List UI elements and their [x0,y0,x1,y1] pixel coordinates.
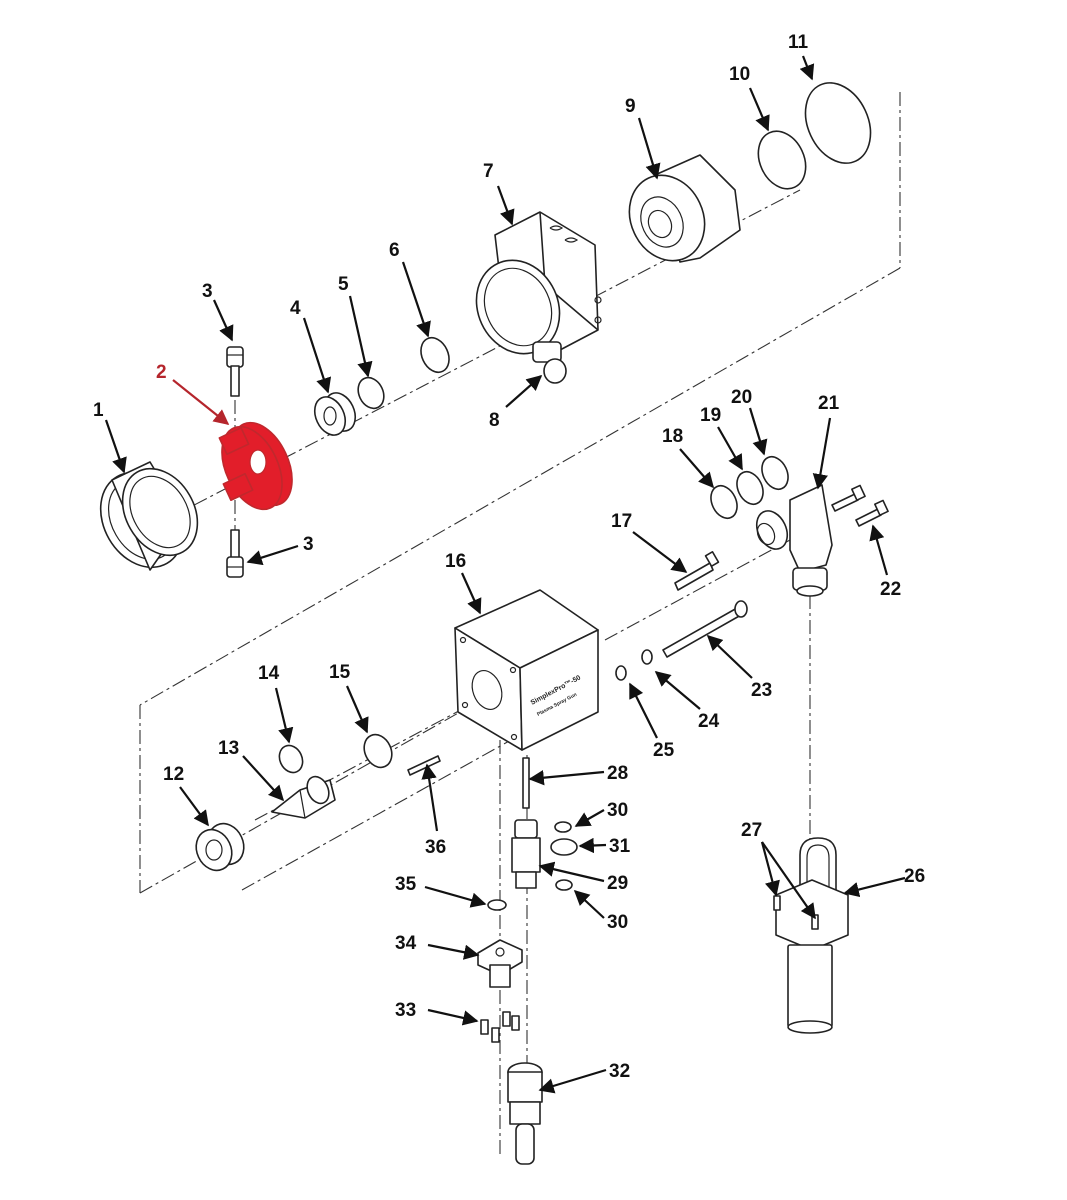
part-35-washer [487,899,507,911]
part-7-gun-body [475,211,602,355]
callout-6: 6 [389,240,400,261]
callout-19: 19 [700,405,721,426]
callout-16: 16 [445,551,466,572]
callout-3-top: 3 [202,281,213,302]
part-28-electrode-pin [522,757,530,809]
part-3-fitting-bottom [226,529,244,578]
callout-30-top: 30 [607,800,628,821]
callout-12: 12 [163,764,184,785]
part-3-fitting-top [226,346,244,397]
callout-17: 17 [611,511,632,532]
callout-18: 18 [662,426,683,447]
part-12-nozzle-nut [195,822,245,872]
callout-4: 4 [290,298,301,319]
part-11-o-ring [804,82,872,164]
callout-25: 25 [653,740,675,761]
part-19-o-ring [736,470,764,506]
part-31-o-ring [550,838,578,856]
callout-5: 5 [338,274,349,295]
callout-35: 35 [395,874,417,895]
callout-11: 11 [788,32,809,53]
callout-33: 33 [395,1000,416,1021]
part-5-o-ring [357,376,385,410]
callout-3-bottom: 3 [303,534,314,555]
callout-36: 36 [425,837,446,858]
part-22-screws [831,484,889,527]
part-36-dowel-pin [407,755,441,776]
callout-14: 14 [258,663,280,684]
part-20-o-ring [761,455,789,491]
part-23-long-bolt [662,600,748,658]
callout-13: 13 [218,738,239,759]
part-25-washer [615,665,627,681]
callout-31: 31 [609,836,631,857]
callout-15: 15 [329,662,351,683]
part-18-o-ring [710,484,738,520]
part-9-rear-housing [628,154,741,263]
part-24-washer [641,649,653,665]
callout-29: 29 [607,873,628,894]
part-4-bushing [313,392,357,436]
part-2-clamp-ring [218,421,293,511]
part-32-gas-injector [507,1062,543,1165]
part-17-pin [674,551,720,591]
part-1-retaining-nut [99,461,199,571]
part-13-nozzle [271,775,336,819]
callout-10: 10 [729,64,750,85]
part-14-o-ring [278,744,304,774]
callout-32: 32 [609,1061,630,1082]
part-26-handle [775,837,849,1034]
part-30-o-ring-bottom [555,879,573,891]
callout-30-bottom: 30 [607,912,628,933]
callout-labels: 1 2 3 3 4 5 6 7 8 9 10 11 12 13 14 15 16… [93,32,925,1082]
callout-23: 23 [751,680,772,701]
callout-7: 7 [483,161,494,182]
part-33-screws [480,1011,520,1043]
callout-24: 24 [698,711,720,732]
part-10-o-ring [757,130,807,190]
callout-28: 28 [607,763,628,784]
callout-20: 20 [731,387,752,408]
callout-26: 26 [904,866,925,887]
part-6-o-ring [420,336,450,374]
part-16-main-block: SimplexPro™-50 Plasma Spray Gun [454,589,599,751]
callout-2: 2 [156,362,167,383]
callout-34: 34 [395,933,417,954]
callout-27: 27 [741,820,762,841]
callout-21: 21 [818,393,840,414]
leader-arrows [104,55,906,1094]
part-34-mounting-plate [477,939,523,988]
callout-22: 22 [880,579,901,600]
callout-9: 9 [625,96,636,117]
callout-1: 1 [93,400,104,421]
part-30-o-ring-top [554,821,572,833]
part-8-body-fitting [532,341,567,384]
part-15-o-ring [363,733,393,769]
callout-8: 8 [489,410,500,431]
part-29-electrode [511,819,541,889]
part-21-elbow-connector [755,484,833,597]
